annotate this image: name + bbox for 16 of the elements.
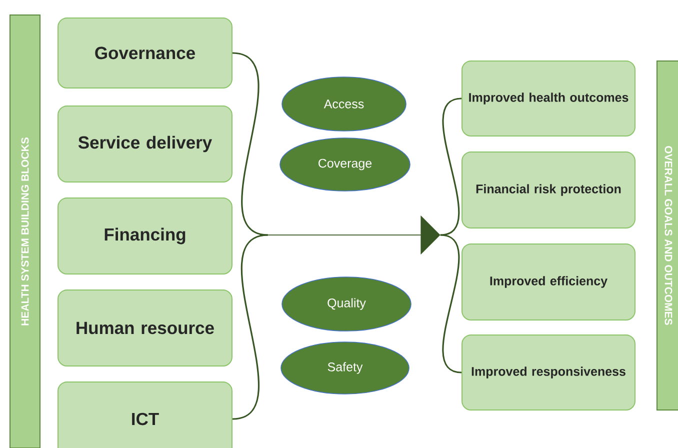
connector xyxy=(440,98,462,236)
side-band: HEALTH SYSTEM BUILDING BLOCKS xyxy=(10,14,40,448)
block-box: Human resource xyxy=(58,290,232,366)
block-box: Service delivery xyxy=(58,106,232,182)
connector xyxy=(232,234,268,420)
connector xyxy=(232,52,268,236)
goal-box: Financial risk protection xyxy=(462,152,636,228)
goal-box: Improved responsiveness xyxy=(462,334,636,410)
block-box: Governance xyxy=(58,18,232,88)
goal-box: Improved efficiency xyxy=(462,244,636,320)
side-band: OVERALL GOALS AND OUTCOMES xyxy=(656,60,678,410)
block-box: ICT xyxy=(58,382,232,448)
block-box: Financing xyxy=(58,198,232,274)
block-arrow xyxy=(268,216,440,254)
connector xyxy=(440,234,462,374)
goal-box: Improved health outcomes xyxy=(462,60,636,136)
